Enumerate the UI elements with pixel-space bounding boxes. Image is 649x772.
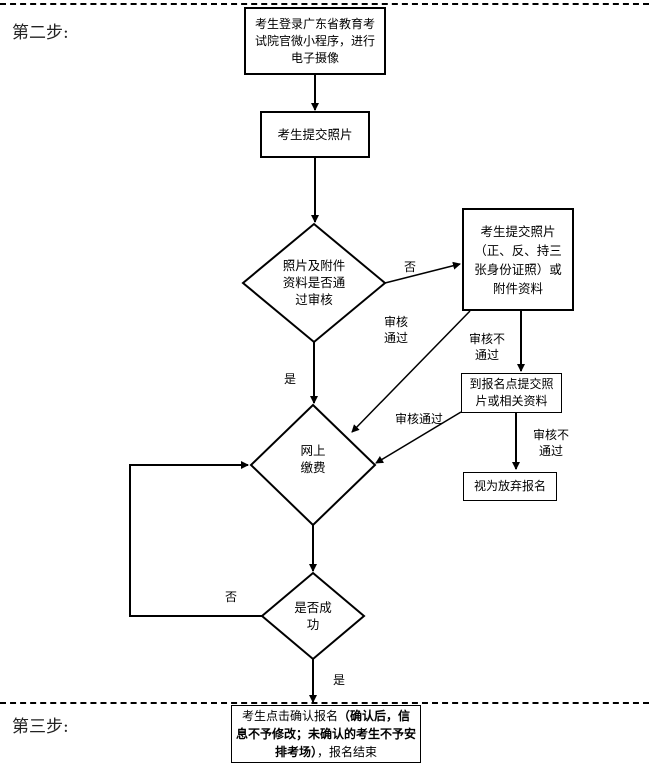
edge-label-no-2: 否: [225, 590, 238, 604]
edge-label-reviewed-pass-2: 审核通过: [395, 412, 444, 426]
arrow-onsite-to-pay: [375, 411, 462, 464]
top-separator: [0, 3, 649, 5]
arrow-review-to-resubmit: [384, 261, 461, 284]
login-text: 考生登录广东省教育考试院官微小程序，进行电子摄像: [254, 16, 375, 65]
final-text: 考生点击确认报名（确认后，信息不予修改；未确认的考生不予安排考场），报名结束: [236, 707, 416, 761]
decision-success-text: 是否成 功: [294, 600, 332, 632]
final-text-part1: 考生点击确认报名: [241, 709, 338, 723]
give-up-box: 视为放弃报名: [463, 472, 557, 501]
onsite-submit-text: 到报名点提交照 片或相关资料: [469, 377, 554, 408]
edge-label-yes-2: 是: [333, 673, 346, 687]
final-box: 考生点击确认报名（确认后，信息不予修改；未确认的考生不予安排考场），报名结束: [231, 705, 421, 763]
arrow-success-loop-back: [129, 461, 262, 617]
give-up-text: 视为放弃报名: [473, 479, 546, 493]
decision-pay-text: 网上 缴费: [300, 443, 326, 475]
final-text-part2: ，报名结束: [317, 745, 378, 759]
onsite-submit-box: 到报名点提交照 片或相关资料: [461, 373, 562, 413]
resubmit-box: 考生提交照片 （正、反、持三 张身份证照）或 附件资料: [462, 208, 574, 311]
edge-label-no-1: 否: [404, 260, 417, 274]
step2-label: 第二步:: [12, 23, 69, 43]
submit-photo-text: 考生提交照片: [277, 127, 353, 142]
resubmit-text: 考生提交照片 （正、反、持三 张身份证照）或 附件资料: [474, 223, 562, 296]
edge-label-yes-1: 是: [284, 372, 297, 386]
step3-label: 第三步:: [12, 717, 69, 737]
edge-label-reviewed-fail-2: 审核不 通过: [533, 428, 570, 458]
arrow-resubmit-to-pay: [351, 310, 471, 433]
edge-label-reviewed-pass-1: 审核 通过: [384, 315, 409, 345]
bottom-separator: [0, 702, 649, 704]
submit-photo-box: 考生提交照片: [260, 111, 370, 158]
final-text-bold: （确认后，信息不予修改；未确认的考生不予安排考场）: [236, 709, 417, 759]
edge-label-reviewed-fail-1: 审核不 通过: [469, 332, 506, 362]
login-box: 考生登录广东省教育考试院官微小程序，进行电子摄像: [244, 7, 386, 75]
decision-review-text: 照片及附件 资料是否通 过审核: [282, 258, 346, 307]
